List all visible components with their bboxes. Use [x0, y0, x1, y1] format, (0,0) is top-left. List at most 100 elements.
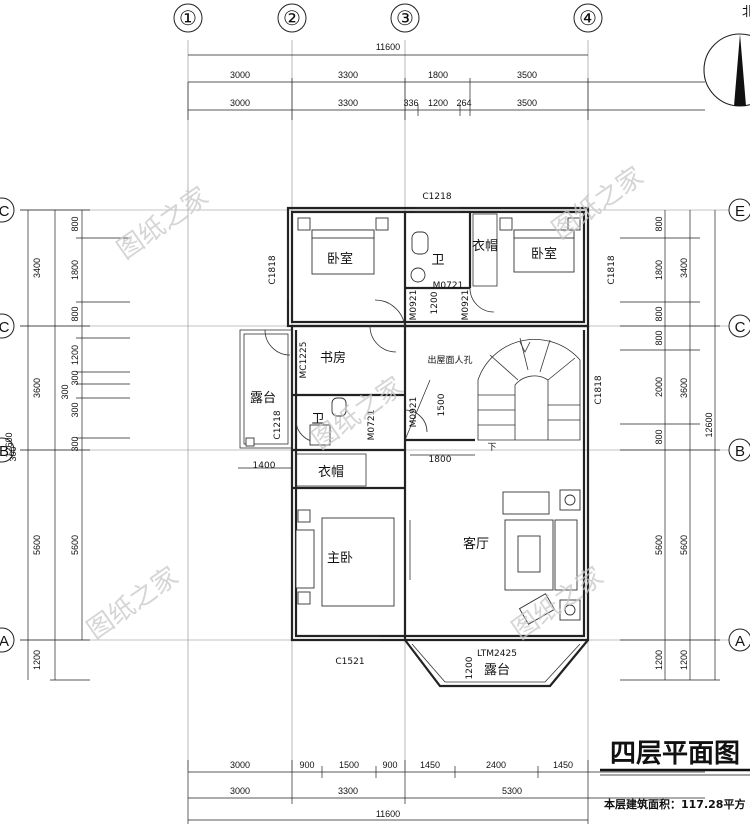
dim-left-inner-6: 300 [70, 402, 80, 417]
dim-right-inner-7: 5600 [654, 535, 664, 555]
dim-top-r1-3: 1800 [428, 70, 448, 80]
drawing-title: 四层平面图 [610, 739, 740, 769]
code-dim-1800: 1800 [429, 455, 452, 465]
master-bed-icon [321, 517, 395, 607]
element-codes: C1218 C1818 C1818 M0721 M0921 M0921 1200… [238, 192, 617, 679]
dim-left-extra-1: 300 [60, 384, 70, 399]
axis-4: ④ [579, 8, 597, 30]
dim-left-inner-1: 800 [70, 216, 80, 231]
code-m0721-mid: M0721 [367, 410, 377, 441]
axis-right-e: E [735, 203, 745, 220]
dim-left-outer-4: 1200 [32, 650, 42, 670]
shower-icon [309, 424, 331, 446]
dim-bot-r1-2: 900 [299, 760, 314, 770]
dim-bot-total: 11600 [376, 809, 400, 819]
north-label: 北 [742, 4, 750, 19]
code-m0721-top: M0721 [433, 281, 464, 291]
room-master: 主卧 [327, 551, 353, 566]
code-roof-hatch: 出屋面人孔 [427, 354, 472, 366]
code-c1818-right-top: C1818 [607, 255, 617, 284]
dim-top-r2-5: 264 [456, 98, 471, 108]
toilet-icon [411, 231, 429, 255]
dim-left-inner-2: 1800 [70, 260, 80, 280]
dim-top-r2-2: 3300 [338, 98, 358, 108]
dim-bot-r1-5: 1450 [420, 760, 440, 770]
code-ltm2425: LTM2425 [477, 649, 517, 659]
code-c1521: C1521 [335, 657, 364, 667]
watermark-1: 图纸之家 [112, 181, 214, 265]
dim-left-inner-3: 800 [70, 306, 80, 321]
dim-bot-r1-6: 2400 [486, 760, 506, 770]
top-dimensions: 11600 3000 3300 1800 3500 3000 3300 336 … [187, 42, 705, 120]
dim-left-inner-7: 300 [70, 436, 80, 451]
dim-right-outer-1: 3400 [679, 258, 689, 278]
axis-1: ① [179, 8, 197, 30]
dim-top-r2-3: 336 [403, 98, 418, 108]
watermark-4: 图纸之家 [82, 561, 184, 645]
code-dim-1500: 1500 [437, 393, 447, 416]
area-note: 本层建筑面积：117.28平方 [604, 797, 745, 811]
dim-bot-r1-1: 3000 [230, 760, 250, 770]
room-terrace-left: 露台 [250, 391, 276, 406]
axis-right-a: A [735, 633, 745, 650]
code-stair-down: 下 [487, 443, 496, 453]
dim-right-inner-4: 800 [654, 330, 664, 345]
code-mc1225: MC1225 [299, 342, 309, 379]
dim-top-r1-4: 3500 [517, 70, 537, 80]
dim-bot-r1-7: 1450 [553, 760, 573, 770]
title-block: 四层平面图 本层建筑面积：117.28平方 [600, 739, 750, 811]
axis-left-b: B [0, 443, 9, 460]
room-wardrobe-top: 衣帽 [472, 238, 498, 254]
room-bath-mid: 卫 [311, 412, 324, 427]
dim-bot-r2-3: 5300 [502, 786, 522, 796]
dim-left-inner-4: 1200 [70, 345, 80, 365]
dim-right-inner-1: 800 [654, 216, 664, 231]
right-dimensions: 800 1800 800 800 2000 800 5600 1200 3400… [620, 210, 720, 681]
code-dim-1200-door: 1200 [430, 291, 440, 314]
dim-top-r1-1: 3000 [230, 70, 250, 80]
dim-top-r2-4: 1200 [428, 98, 448, 108]
axis-markers-left: C C B A [0, 197, 15, 653]
axis-3: ③ [396, 8, 414, 30]
dim-right-total: 12600 [704, 412, 714, 437]
dim-left-outer-3: 5600 [32, 535, 42, 555]
axis-markers-top: ① ② ③ ④ [173, 3, 603, 33]
code-m0921-c: M0921 [409, 397, 419, 428]
toilet-icon [331, 397, 347, 417]
axis-2: ② [283, 8, 301, 30]
code-c1818-left: C1818 [268, 255, 278, 284]
room-labels: 卧室 卧室 卫 衣帽 书房 露台 卫 衣帽 主卧 客厅 露台 [250, 238, 557, 678]
basin-icon [410, 267, 426, 283]
dim-right-outer-3: 5600 [679, 535, 689, 555]
room-wardrobe-mid: 衣帽 [318, 464, 344, 480]
dim-left-extra-2: 300 [8, 446, 18, 461]
dim-bot-r2-1: 3000 [230, 786, 250, 796]
dim-bot-r1-3: 1500 [339, 760, 359, 770]
dim-right-inner-6: 800 [654, 429, 664, 444]
room-bedroom-b: 卧室 [531, 246, 557, 262]
code-c1218-left: C1218 [273, 410, 283, 439]
room-bedroom-a: 卧室 [327, 251, 353, 267]
watermark-2: 图纸之家 [547, 161, 649, 245]
axis-left-a: A [0, 633, 9, 650]
code-dim-1400: 1400 [253, 461, 276, 471]
room-terrace-bottom: 露台 [484, 663, 510, 678]
axis-markers-right: E C B A [728, 198, 750, 652]
code-m0921-a: M0921 [409, 290, 419, 321]
dim-left-total: 12600 [4, 432, 14, 457]
code-dim-1200-terrace: 1200 [465, 656, 475, 679]
spiral-stair [477, 337, 581, 441]
room-living: 客厅 [463, 536, 489, 552]
axis-left-c2: C [0, 319, 10, 336]
dim-right-inner-5: 2000 [654, 377, 664, 397]
sofa-icon [502, 491, 550, 515]
dim-top-r2-1: 3000 [230, 98, 250, 108]
axis-right-b: B [735, 443, 745, 460]
left-dimensions: 3400 3600 5600 1200 12600 800 1800 800 1… [4, 209, 130, 681]
north-arrow: 北 [703, 4, 750, 107]
dim-right-inner-8: 1200 [654, 650, 664, 670]
dim-right-outer-4: 1200 [679, 650, 689, 670]
dim-right-inner-2: 1800 [654, 260, 664, 280]
sofa-icon [554, 519, 578, 591]
